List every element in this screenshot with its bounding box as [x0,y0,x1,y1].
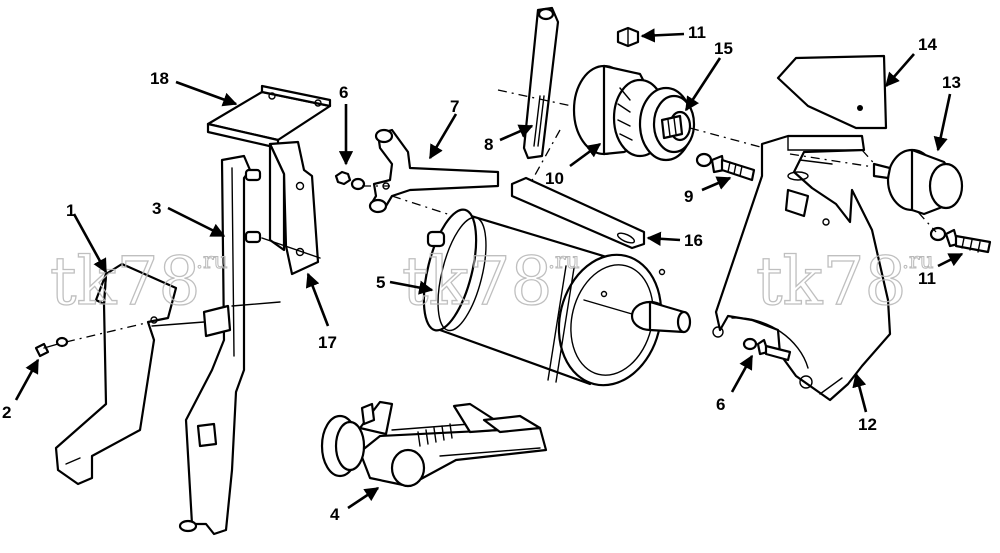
svg-text:11: 11 [688,23,706,42]
part-6-nut-upper [334,170,366,191]
callout-17: 17 [305,272,337,352]
part-2-screw [34,321,151,358]
svg-text:1: 1 [66,201,75,220]
callout-1: 1 [66,201,108,274]
part-14-plate [776,54,888,130]
callout-4: 4 [330,486,380,524]
callout-9: 9 [684,176,732,206]
callout-18: 18 [150,69,238,107]
svg-text:18: 18 [150,69,169,88]
callout-6-upper: 6 [338,83,354,166]
callout-11-upper: 11 [640,23,706,43]
watermark-right: tk78 .ru [755,242,934,320]
part-4-tensioner-assembly [320,400,548,488]
callout-13: 13 [933,73,961,152]
part-11-bolt-lower [861,149,992,254]
callout-15: 15 [684,39,733,112]
callout-11-lower: 11 [918,252,964,288]
callout-10: 10 [545,142,602,188]
svg-text:7: 7 [450,97,459,116]
svg-text:tk78: tk78 [402,243,553,320]
svg-text:11: 11 [918,269,936,288]
callout-7: 7 [428,97,459,160]
callout-3: 3 [152,199,226,238]
part-3-support-lever [151,154,281,536]
part-7-pivot-arm [362,128,500,223]
part-15-pulley-assembly [572,64,765,162]
callout-2: 2 [2,358,40,422]
part-11-nut-upper [616,26,640,48]
svg-text:5: 5 [376,273,385,292]
svg-text:.ru: .ru [548,249,580,274]
svg-text:14: 14 [918,35,937,54]
callout-5: 5 [376,273,434,295]
part-1-cover-bracket [54,262,178,486]
svg-text:16: 16 [684,231,703,250]
svg-text:9: 9 [684,187,693,206]
part-5-motor-cylinder [422,208,692,387]
callout-8: 8 [484,124,534,154]
svg-text:2: 2 [2,403,11,422]
part-13-idler-pulley [872,148,964,216]
part-16-adjusting-strap [510,129,646,250]
svg-text:10: 10 [545,169,564,188]
part-17-l-bracket [261,140,321,276]
svg-text:3: 3 [152,199,161,218]
svg-text:tk78: tk78 [50,243,201,320]
callout-12: 12 [852,372,877,434]
svg-text:12: 12 [858,415,877,434]
part-9-bolt [695,152,756,182]
svg-text:6: 6 [339,83,348,102]
svg-text:.ru: .ru [902,249,934,274]
svg-text:tk78: tk78 [756,243,907,320]
svg-text:.ru: .ru [196,249,228,274]
part-18-bracket-plate [206,84,332,150]
callout-6-lower: 6 [716,354,754,414]
svg-text:4: 4 [330,505,340,524]
watermark-left: tk78 .ru [49,242,228,320]
svg-text:6: 6 [716,395,725,414]
svg-text:8: 8 [484,135,493,154]
callout-16: 16 [646,231,703,250]
svg-text:13: 13 [942,73,961,92]
part-12-mounting-bracket [712,134,892,402]
callout-14: 14 [885,35,937,88]
svg-text:15: 15 [714,39,733,58]
part-6-bolt-lower [742,337,792,362]
svg-text:17: 17 [318,333,337,352]
